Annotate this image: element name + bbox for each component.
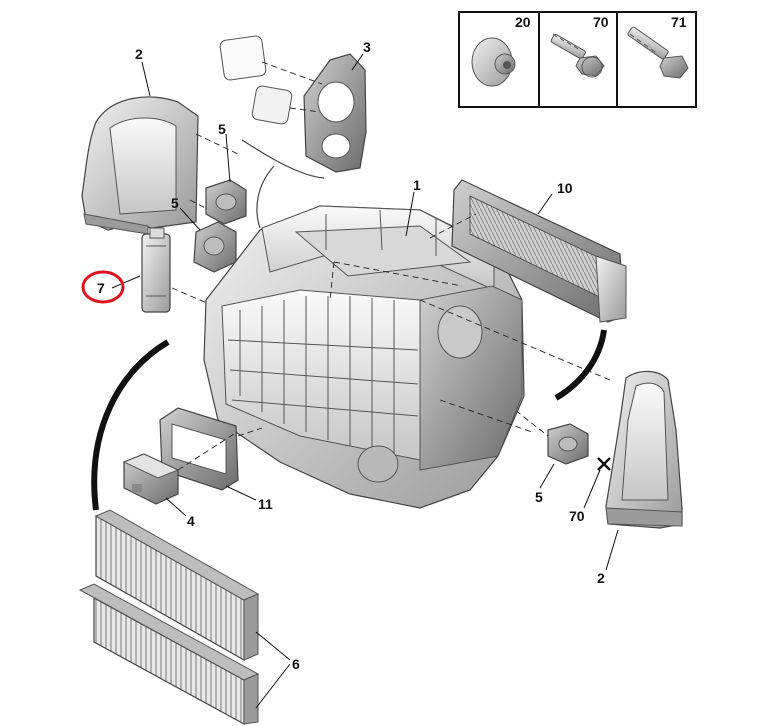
callout-3: 3 — [363, 39, 371, 55]
callout-6: 6 — [292, 656, 300, 672]
assembly-arc-heater — [554, 329, 607, 401]
assembly-arc-top — [241, 139, 325, 179]
part-2-air-duct-top — [81, 96, 239, 235]
callout-10: 10 — [557, 180, 573, 196]
part-10-heat-exchanger — [429, 179, 627, 323]
screw-icon — [550, 33, 605, 78]
callout-2-bottom: 2 — [597, 570, 605, 586]
callout-11: 11 — [258, 496, 273, 512]
part-6-cabin-filter-lower — [78, 583, 260, 726]
part-5-actuator-upper — [205, 179, 247, 225]
callout-5-right: 5 — [535, 489, 543, 505]
part-3-flange-plate — [219, 35, 367, 173]
callout-5-upper: 5 — [218, 121, 226, 137]
callout-2-top: 2 — [135, 46, 143, 62]
part-4-blower-resistor — [122, 433, 235, 505]
highlight-ring-7 — [81, 270, 125, 304]
part-5-actuator-middle — [193, 221, 237, 273]
callout-1: 1 — [413, 177, 421, 193]
legend-ref-70: 70 — [593, 14, 609, 30]
part-1-hvac-housing — [203, 205, 611, 509]
part-6-cabin-filter-upper — [94, 509, 260, 662]
bolt-icon — [627, 26, 689, 79]
assembly-arc-filter — [91, 339, 170, 511]
callout-7: 7 — [97, 280, 105, 296]
part-2-air-duct-bottom — [605, 370, 683, 529]
callout-70: 70 — [569, 508, 585, 524]
part-7-sensor-housing — [141, 227, 215, 313]
nut-washer-icon — [471, 37, 516, 87]
leader-lines — [111, 53, 619, 709]
assembly-arc-actuator — [256, 165, 275, 229]
legend-ref-20: 20 — [515, 14, 531, 30]
fastener-legend: 20 70 71 — [458, 11, 697, 108]
part-5-actuator-right — [499, 397, 589, 465]
legend-ref-71: 71 — [671, 14, 687, 30]
callout-5-middle: 5 — [171, 195, 179, 211]
part-70-screw-marker — [597, 457, 611, 471]
callout-4: 4 — [187, 513, 195, 529]
